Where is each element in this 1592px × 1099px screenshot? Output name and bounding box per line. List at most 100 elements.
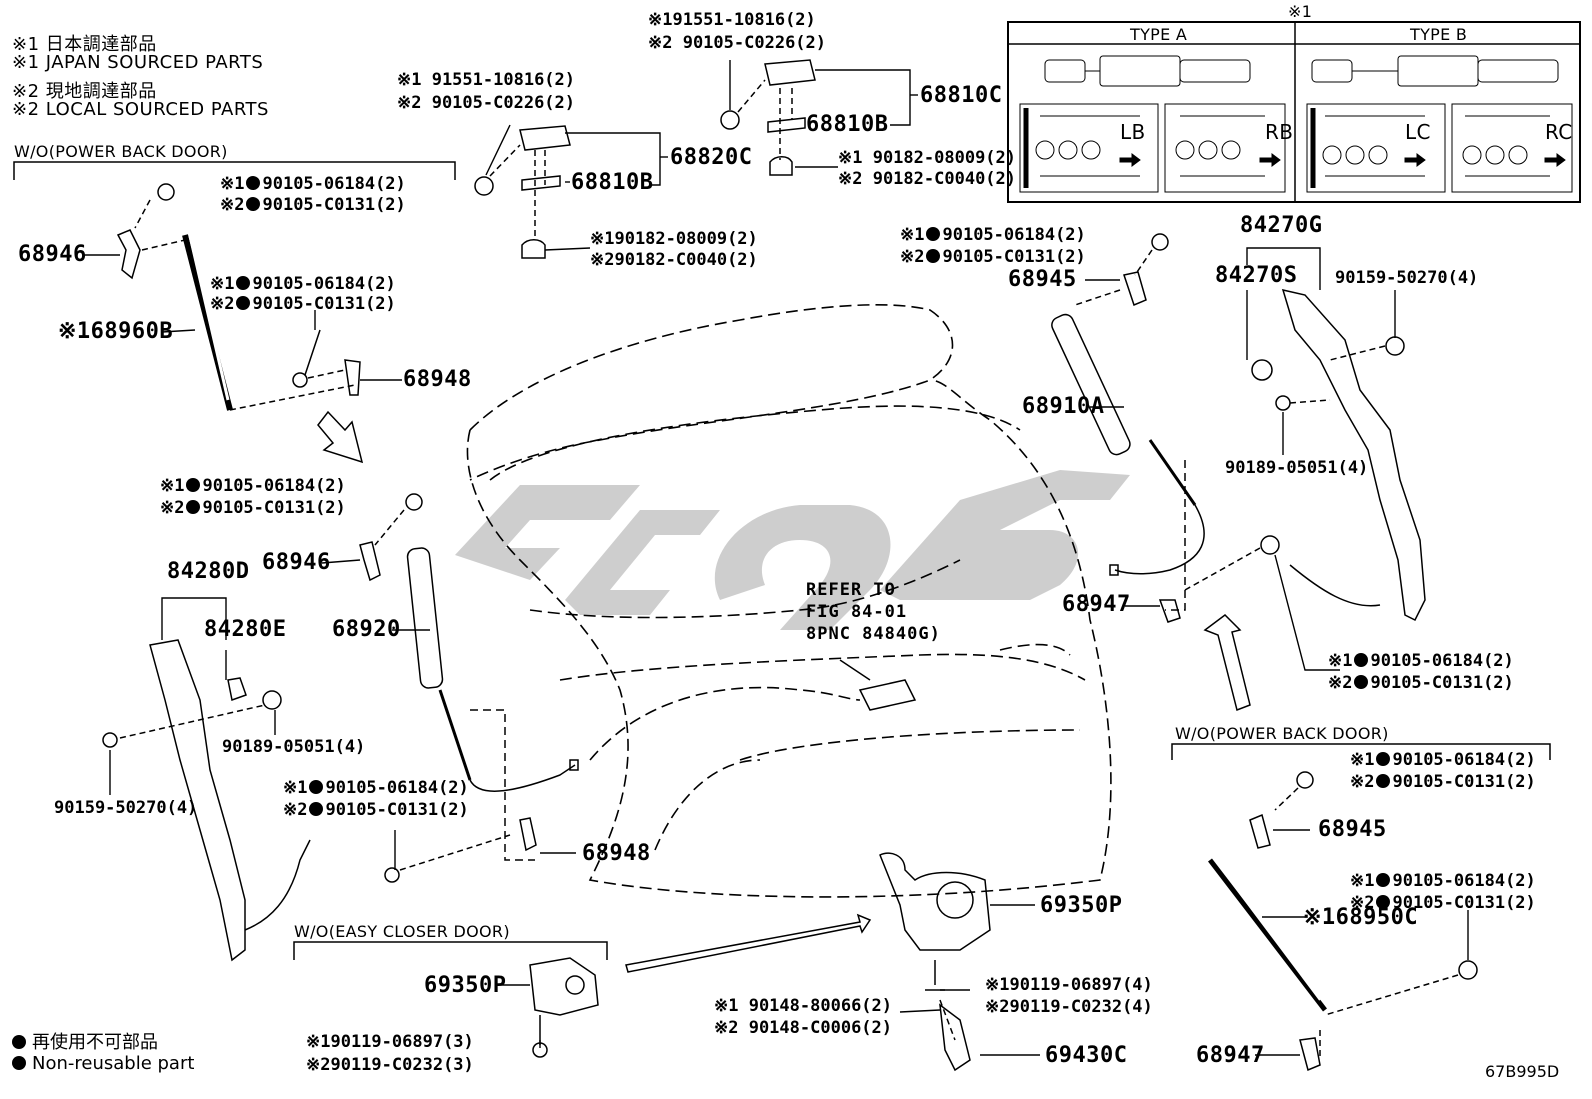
non-reusable-dot-icon	[246, 197, 261, 211]
callout-top-right-1[interactable]: ※191551-10816(2)	[648, 10, 816, 30]
callout-90159-right[interactable]: 90159-50270(4)	[1335, 268, 1479, 288]
note-japan-sourced-en: ※1 JAPAN SOURCED PARTS	[12, 52, 264, 73]
non-reusable-dot-icon	[309, 780, 324, 794]
part-number-84280e[interactable]: 84280E	[204, 617, 287, 642]
part-number-68910a[interactable]: 68910A	[1022, 394, 1105, 419]
diagram-code: 67B995D	[1485, 1062, 1560, 1081]
part-number-68948-bottom[interactable]: 68948	[582, 841, 651, 866]
part-number-68946-mid[interactable]: 68946	[262, 550, 331, 575]
part-number-68960b[interactable]: ※168960B	[58, 319, 174, 344]
section-brackets	[13, 161, 1551, 960]
callout-90189-left[interactable]: 90189-05051(4)	[222, 737, 366, 757]
note-local-sourced-en: ※2 LOCAL SOURCED PARTS	[12, 99, 269, 120]
inset-mark: ※1	[1288, 2, 1313, 21]
part-number-68946-top[interactable]: 68946	[18, 242, 87, 267]
legend-non-reusable-en: Non-reusable part	[12, 1053, 194, 1074]
non-reusable-dot-icon	[1376, 895, 1391, 909]
callout-bottom-left-2[interactable]: ※290119-C0232(3)	[306, 1055, 474, 1075]
non-reusable-dot-icon	[1376, 774, 1391, 788]
part-number-68947-bottom[interactable]: 68947	[1196, 1043, 1265, 1068]
inset-type-a: TYPE A	[1130, 25, 1188, 44]
leader-lines	[84, 60, 1469, 1056]
part-number-84270s[interactable]: 84270S	[1215, 263, 1298, 288]
non-reusable-dot-icon	[186, 478, 201, 492]
inset-type-b: TYPE B	[1410, 25, 1468, 44]
callout-washer-right-1[interactable]: ※1 90182-08009(2)	[838, 148, 1017, 168]
non-reusable-dot-icon	[236, 276, 251, 290]
callout-bottom-center-3[interactable]: ※190119-06897(4)	[985, 975, 1153, 995]
part-number-68948-top[interactable]: 68948	[403, 367, 472, 392]
callout-top-center-2[interactable]: ※2 90105-C0226(2)	[397, 93, 576, 113]
non-reusable-dot-icon	[1354, 675, 1369, 689]
non-reusable-dot-icon	[236, 296, 251, 310]
callout-washer-2[interactable]: ※290182-C0040(2)	[590, 250, 758, 270]
part-number-68920[interactable]: 68920	[332, 617, 401, 642]
part-number-68820c[interactable]: 68820C	[670, 145, 753, 170]
non-reusable-dot-icon	[246, 176, 261, 190]
part-number-68945-bottom[interactable]: 68945	[1318, 817, 1387, 842]
back-door-outline	[466, 303, 1112, 898]
callout-top-center-1[interactable]: ※1 91551-10816(2)	[397, 70, 576, 90]
callout-bottom-left-1[interactable]: ※190119-06897(3)	[306, 1032, 474, 1052]
part-number-68945-top[interactable]: 68945	[1008, 267, 1077, 292]
refer-line-1: REFER TO	[806, 580, 896, 600]
part-number-84270g[interactable]: 84270G	[1240, 213, 1323, 238]
non-reusable-dot-icon	[1376, 873, 1391, 887]
part-number-68810b-left[interactable]: 68810B	[571, 170, 654, 195]
part-number-68950c[interactable]: ※168950C	[1303, 905, 1419, 930]
non-reusable-dot-icon	[12, 1056, 26, 1070]
non-reusable-dot-icon	[926, 227, 941, 241]
legend-non-reusable-jp: 再使用不可部品	[12, 1028, 158, 1054]
part-number-68810b-right[interactable]: 68810B	[806, 112, 889, 137]
callout-90159-left[interactable]: 90159-50270(4)	[54, 798, 198, 818]
type-inset-box	[1007, 21, 1581, 203]
section-label-wo-power-back-door-right: W/O(POWER BACK DOOR)	[1175, 724, 1389, 743]
note-japan-sourced-jp: ※1 日本調達部品	[12, 34, 157, 55]
non-reusable-dot-icon	[926, 249, 941, 263]
part-number-84280d[interactable]: 84280D	[167, 559, 250, 584]
part-number-68947-mid[interactable]: 68947	[1062, 592, 1131, 617]
part-number-68810c[interactable]: 68810C	[920, 83, 1003, 108]
non-reusable-dot-icon	[309, 802, 324, 816]
callout-bottom-center-1[interactable]: ※1 90148-80066(2)	[714, 996, 893, 1016]
refer-line-2: FIG 84-01	[806, 602, 908, 622]
part-illustrations	[102, 59, 1478, 1072]
inset-label-rc: RC	[1545, 120, 1573, 144]
callout-washer-1[interactable]: ※190182-08009(2)	[590, 229, 758, 249]
non-reusable-dot-icon	[186, 500, 201, 514]
part-number-69430c[interactable]: 69430C	[1045, 1043, 1128, 1068]
part-number-69350p-center[interactable]: 69350P	[1040, 893, 1123, 918]
section-label-wo-power-back-door-left: W/O(POWER BACK DOOR)	[14, 142, 228, 161]
inset-label-lb: LB	[1120, 120, 1146, 144]
part-number-69350p-left[interactable]: 69350P	[424, 973, 507, 998]
refer-line-3: 8PNC 84840G)	[806, 624, 941, 644]
callout-top-right-2[interactable]: ※2 90105-C0226(2)	[648, 33, 827, 53]
callout-bottom-center-2[interactable]: ※2 90148-C0006(2)	[714, 1018, 893, 1038]
callout-washer-right-2[interactable]: ※2 90182-C0040(2)	[838, 169, 1017, 189]
non-reusable-dot-icon	[1354, 653, 1369, 667]
inset-label-lc: LC	[1405, 120, 1431, 144]
non-reusable-dot-icon	[1376, 752, 1391, 766]
watermark-logo	[455, 470, 1130, 630]
callout-90189-right[interactable]: 90189-05051(4)	[1225, 458, 1369, 478]
callout-bottom-center-4[interactable]: ※290119-C0232(4)	[985, 997, 1153, 1017]
section-label-wo-easy-closer-door: W/O(EASY CLOSER DOOR)	[294, 922, 510, 941]
note-local-sourced-jp: ※2 現地調達部品	[12, 81, 157, 102]
